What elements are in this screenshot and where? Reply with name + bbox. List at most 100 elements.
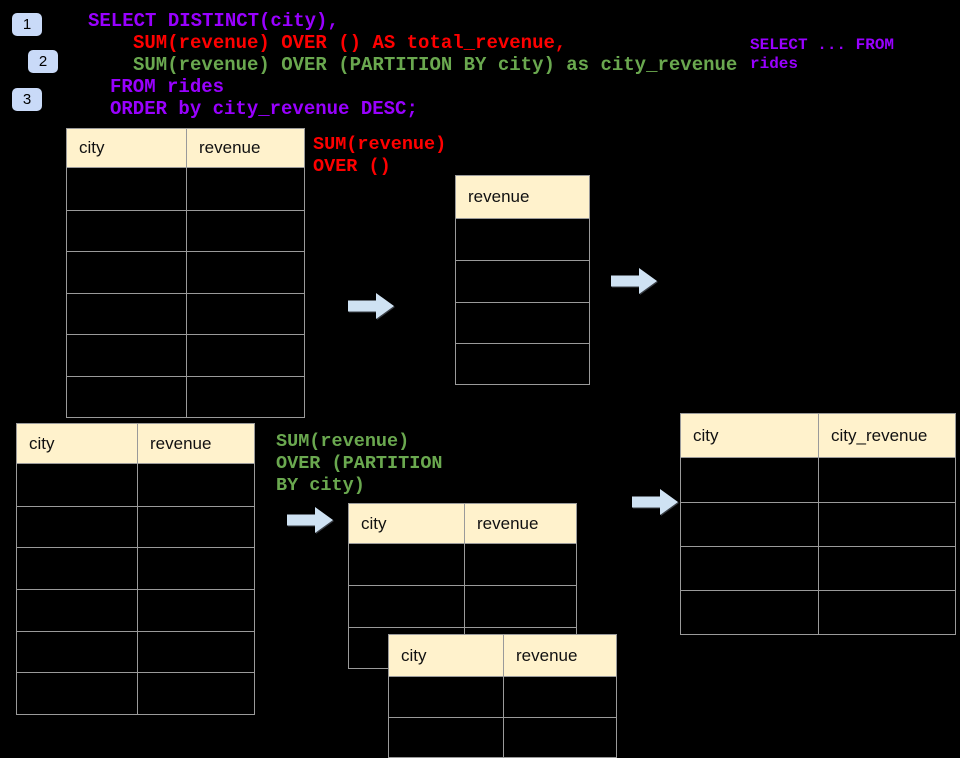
table-result-city: city city_revenue [680,413,956,635]
header-cell-city: city [29,433,55,453]
table-row [456,260,589,301]
sql-line-select: SELECT DISTINCT(city), [88,10,339,32]
header-cell-revenue: revenue [464,504,576,543]
table-cell [67,335,186,376]
step-badge-2: 2 [28,50,58,73]
header-cell-city: city [361,513,387,533]
step-badge-3: 3 [12,88,42,111]
table-cell [818,591,955,634]
table-cell [137,506,254,548]
step-badge-1: 1 [12,13,42,36]
header-cell-city: city [79,138,105,157]
table-header-row: revenue [456,176,589,219]
table-row [67,292,304,335]
table-cell [818,503,955,546]
table-row [17,672,254,715]
label-total-line2: OVER () [313,156,391,177]
table-cell [17,507,137,548]
table-cell [349,544,464,585]
table-cell [67,168,186,210]
table-header-row: city city_revenue [681,414,955,458]
table-cell [137,464,254,506]
table-row [389,717,616,757]
table-row [389,677,616,717]
slide-canvas: 1 2 3 SELECT DISTINCT(city), SUM(revenue… [12,10,956,758]
sql-line-from: FROM rides [110,76,225,98]
table-cell [456,261,589,301]
table-cell [67,294,186,335]
table-cell [456,303,589,343]
table-row [17,589,254,631]
label-partition-line2: OVER (PARTITION [276,453,443,474]
table-cell [67,252,186,293]
table-cell [186,168,304,210]
header-cell-city: city [693,425,719,445]
table-cell [67,377,186,418]
table-cell [818,458,955,502]
table-cell [67,211,186,252]
table-row [456,342,589,384]
label-partition-line3: BY city) [276,475,365,496]
sql-line-order: ORDER by city_revenue DESC; [110,98,418,120]
table-cell [186,376,304,417]
table-cell [137,673,254,715]
table-partition-front: city revenue [388,634,617,758]
label-partition-line1: SUM(revenue) [276,431,410,452]
table-cell [137,631,254,673]
header-cell-revenue: revenue [137,424,254,463]
table-row [17,464,254,506]
table-cell [503,677,616,717]
table-cell [186,252,304,293]
sql-line-total: SUM(revenue) OVER () AS total_revenue, [133,32,567,54]
table-cell [186,335,304,376]
label-total-line1: SUM(revenue) [313,134,447,155]
table-source-bottom: city revenue [16,423,255,716]
table-cell [17,548,137,589]
table-row [17,630,254,673]
table-row [349,585,576,627]
table-cell [17,590,137,631]
side-note-line1: SELECT ... FROM [750,36,895,54]
table-total-revenue: revenue [455,175,590,385]
table-row [681,546,955,590]
table-row [17,505,254,548]
table-header-row: city revenue [389,635,616,677]
table-cell [464,586,576,627]
table-cell [681,503,818,546]
table-cell [17,632,137,673]
table-row [456,301,589,343]
table-row [349,544,576,586]
header-cell-revenue: revenue [468,187,530,206]
table-row [67,251,304,293]
table-header-row: city revenue [17,424,254,464]
table-header-row: city revenue [67,129,304,168]
table-cell [681,547,818,590]
sql-line-partition: SUM(revenue) OVER (PARTITION BY city) as… [133,54,738,76]
table-row [681,590,955,634]
arrow-right-icon [632,489,678,515]
table-cell [186,210,304,251]
table-cell [681,458,818,502]
table-row [456,219,589,260]
table-row [681,458,955,502]
table-row [681,502,955,546]
table-cell [456,219,589,260]
table-cell [186,293,304,334]
arrow-right-icon [611,268,657,294]
table-header-row: city revenue [349,504,576,544]
table-cell [17,464,137,506]
table-cell [389,677,503,717]
arrow-right-icon [348,293,394,319]
table-row [17,547,254,590]
table-cell [503,718,616,757]
table-cell [389,718,503,757]
header-cell-revenue: revenue [186,129,304,167]
table-row [67,375,304,418]
table-partition-back: city revenue [348,503,577,669]
header-cell-revenue: revenue [503,635,616,676]
table-cell [137,590,254,631]
table-cell [818,547,955,590]
header-cell-city-revenue: city_revenue [818,414,955,457]
table-row [67,209,304,252]
table-source-top: city revenue [66,128,305,418]
